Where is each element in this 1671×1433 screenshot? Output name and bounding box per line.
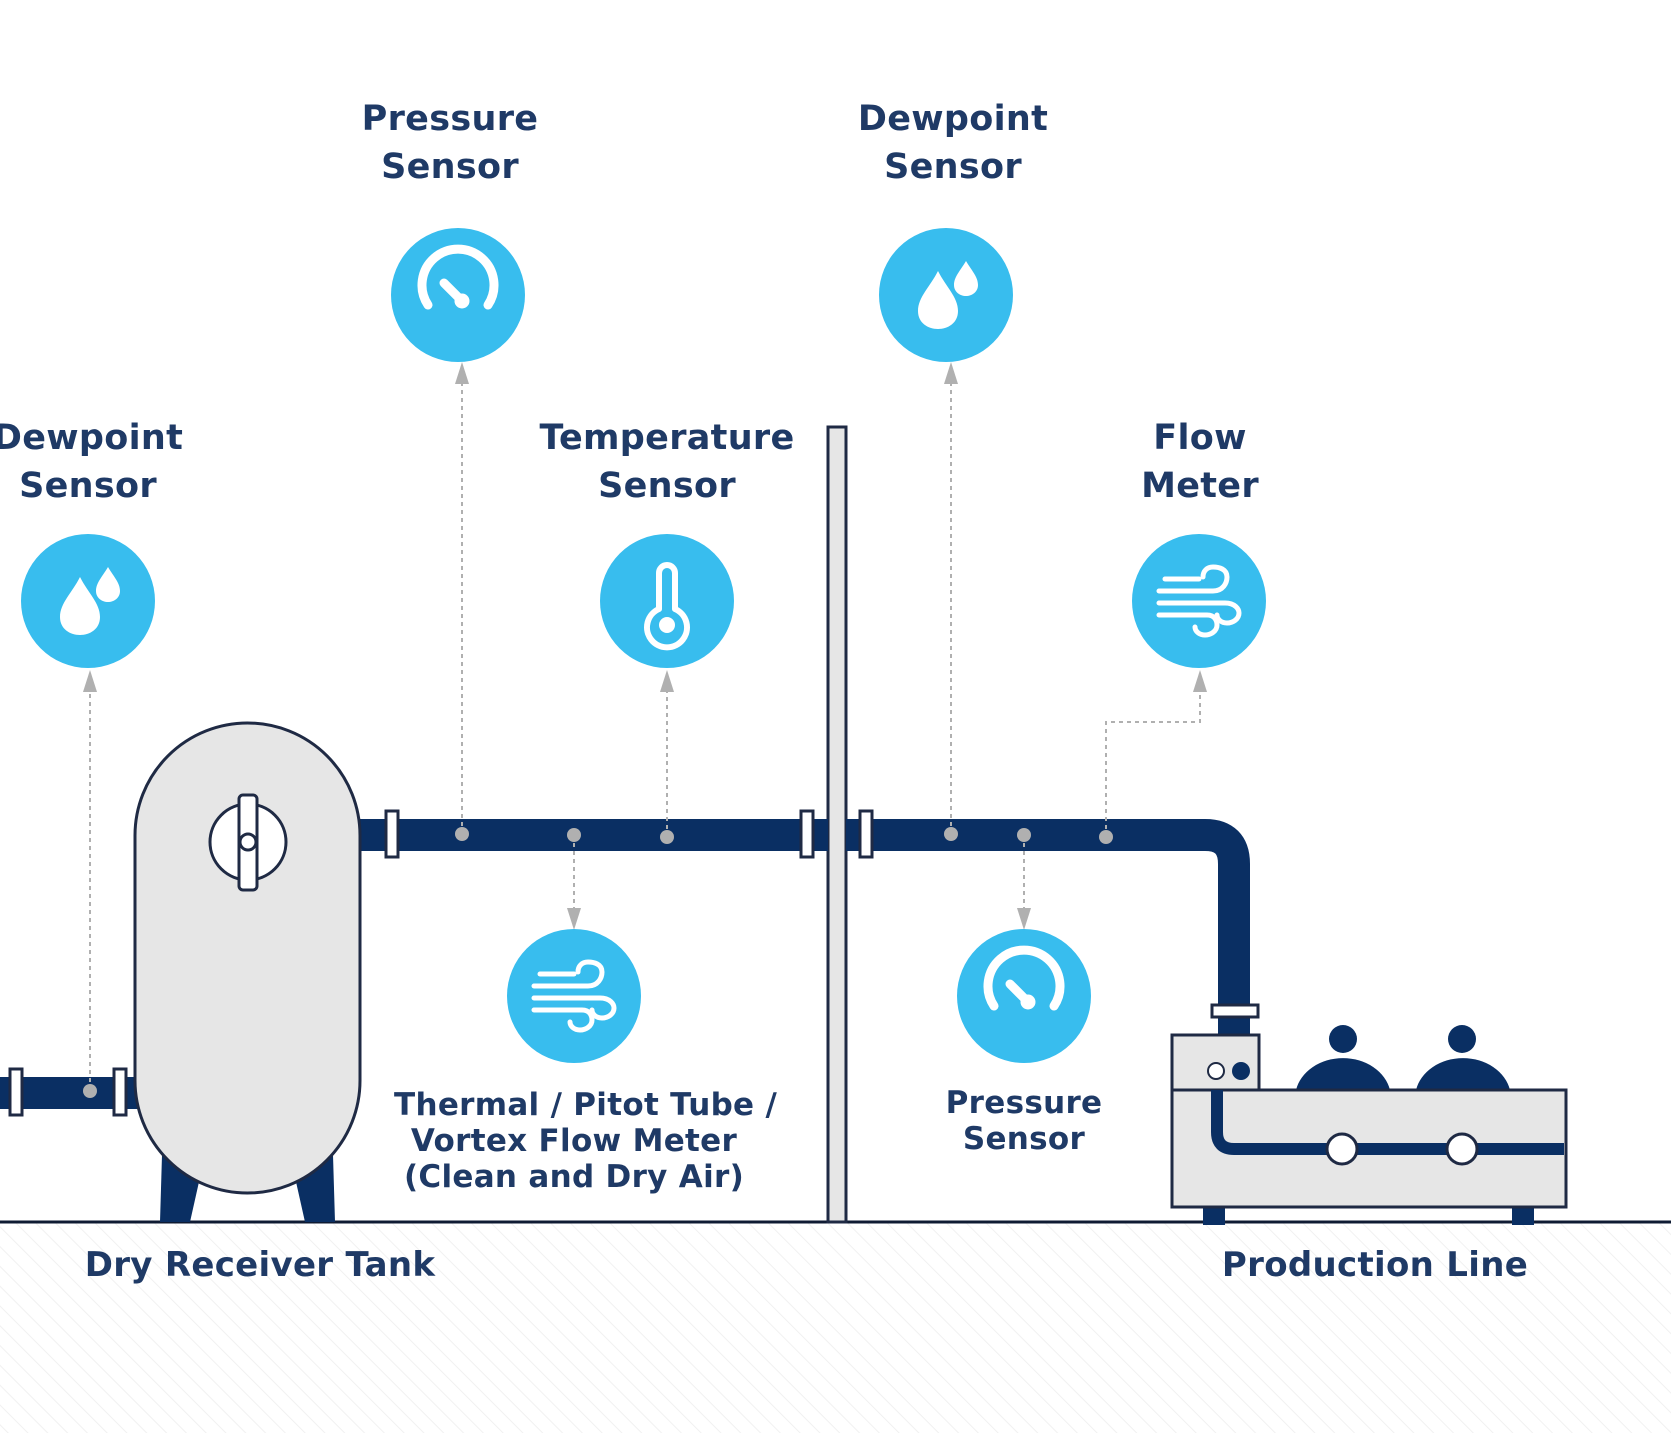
machine-roller [1325, 1132, 1359, 1166]
dewpoint-sensor-left [21, 534, 155, 668]
flow-meter-sensor [1132, 534, 1266, 668]
arrow-head [567, 908, 581, 930]
arrow-head [83, 670, 97, 692]
connector-lines [89, 380, 1201, 1090]
sensor-tap [1099, 830, 1113, 844]
control-light [1232, 1062, 1250, 1080]
sensor-taps [83, 827, 1113, 1098]
label-line: Pressure [945, 1085, 1103, 1121]
floor-area [0, 1222, 1671, 1433]
sensor-tap [660, 830, 674, 844]
label-line: Pressure [361, 99, 539, 139]
sensor-tap [455, 827, 469, 841]
production-label: Production Line [1221, 1245, 1529, 1285]
pipe-flange [384, 809, 400, 859]
sensor-tap [567, 828, 581, 842]
pressure-sensor-top [391, 228, 525, 362]
machine-foot [1203, 1205, 1225, 1225]
temperature-sensor [600, 534, 734, 668]
arrow-head [944, 362, 958, 384]
label-line: Sensor [381, 147, 519, 187]
control-light [1207, 1062, 1225, 1080]
pipe-flange [1210, 1003, 1260, 1019]
main-pipe-left [355, 819, 828, 851]
pressure-sensor-bottom [957, 929, 1091, 1063]
pipe-flange [858, 809, 874, 859]
connector-arrows [83, 362, 1207, 930]
arrow-head [660, 670, 674, 692]
label-thermal-flow-meter: Thermal / Pitot Tube / Vortex Flow Meter… [394, 1087, 778, 1195]
label-line: Vortex Flow Meter [410, 1123, 738, 1159]
label-line: Sensor [19, 466, 157, 506]
label-line: Sensor [598, 466, 736, 506]
label-flow-meter: Flow Meter [1100, 414, 1300, 510]
label-line: Dewpoint [0, 418, 184, 458]
pipe-flange [112, 1067, 128, 1117]
sensor-tap [1017, 828, 1031, 842]
label-pressure-sensor-bottom: Pressure Sensor [924, 1085, 1124, 1157]
thermal-flow-sensor [507, 929, 641, 1063]
wall [826, 425, 848, 1224]
worker-head [1329, 1025, 1357, 1053]
tank-label: Dry Receiver Tank [84, 1245, 436, 1285]
dry-receiver-tank [133, 721, 362, 1222]
pipe-flange [799, 809, 815, 859]
label-dewpoint-sensor-top: Dewpoint Sensor [853, 95, 1053, 191]
sensor-tap [83, 1084, 97, 1098]
sensor-circle [600, 534, 734, 668]
tank-body [133, 721, 362, 1195]
label-production-line: Production Line [1210, 1245, 1540, 1285]
worker-body [1416, 1058, 1510, 1090]
machine-roller [1445, 1132, 1479, 1166]
label-line: Dewpoint [857, 99, 1049, 139]
label-temperature-sensor: Temperature Sensor [532, 414, 802, 510]
arrow-head [455, 362, 469, 384]
connector-line [1105, 690, 1201, 837]
pipe-flanges [8, 809, 1260, 1117]
machine-air-line [1211, 1090, 1564, 1155]
label-line: Sensor [884, 147, 1022, 187]
label-pressure-sensor-top: Pressure Sensor [350, 95, 550, 191]
label-line: Sensor [962, 1121, 1086, 1157]
sensor-tap [944, 827, 958, 841]
label-line: Meter [1141, 466, 1259, 506]
arrow-head [1017, 908, 1031, 930]
label-line: (Clean and Dry Air) [403, 1159, 745, 1195]
production-line-machine [1170, 1025, 1568, 1225]
label-dewpoint-sensor-left: Dewpoint Sensor [0, 414, 188, 510]
arrow-head [1193, 670, 1207, 692]
worker-body [1296, 1058, 1390, 1090]
dewpoint-sensor-top [879, 228, 1013, 362]
label-dry-receiver-tank: Dry Receiver Tank [80, 1245, 440, 1285]
tank-valve-hub [238, 832, 258, 852]
machine-foot [1512, 1205, 1534, 1225]
label-line: Flow [1153, 418, 1247, 458]
label-line: Temperature [539, 418, 795, 458]
label-line: Thermal / Pitot Tube / [394, 1087, 778, 1123]
worker-head [1448, 1025, 1476, 1053]
pipe-flange [8, 1067, 24, 1117]
main-pipe-right [846, 819, 1250, 1035]
